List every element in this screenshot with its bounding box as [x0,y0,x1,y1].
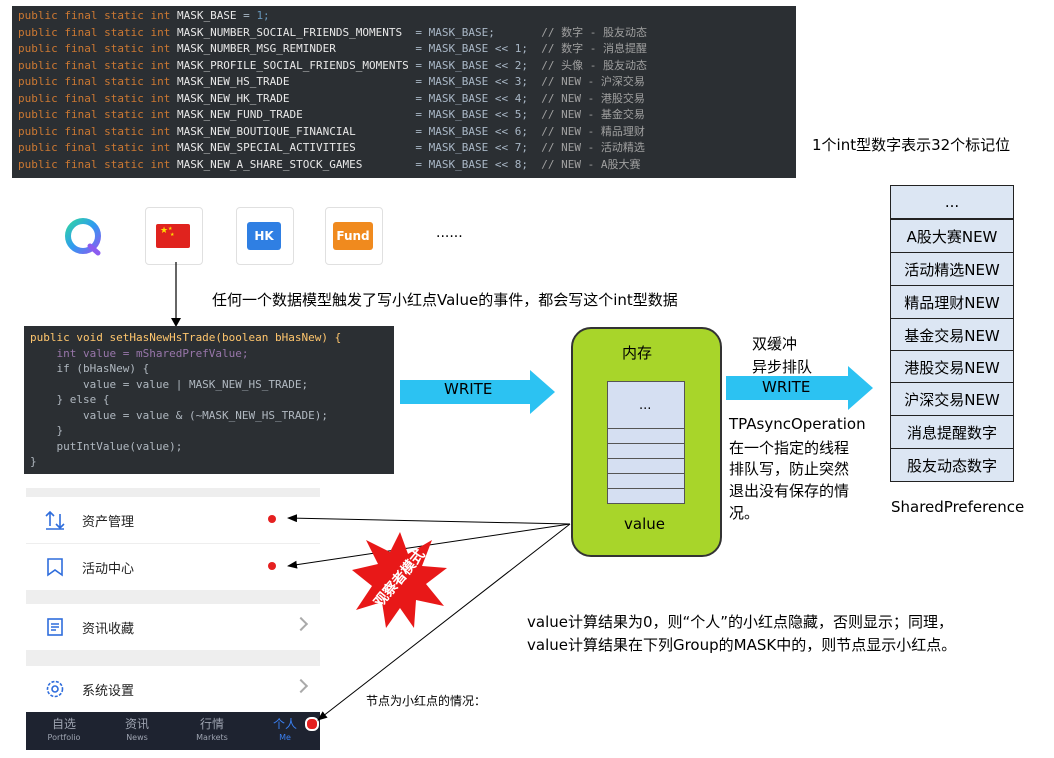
hk-icon: HK [236,207,294,265]
node-note: 节点为小红点的情况： [366,692,486,709]
write-label-right: WRITE [762,378,810,396]
shared-pref-label: SharedPreference [891,498,1024,516]
china-flag-icon: ★ ★ ★ [145,207,203,265]
code-line: public final static int MASK_NUMBER_MSG_… [18,41,647,58]
trigger-text: 任何一个数据模型触发了写小红点Value的事件，都会写这个int型数据 [212,289,678,310]
memory-value-label: value [624,515,665,533]
memory-cell [607,443,685,459]
more-icons-ellipsis: ...... [436,225,463,241]
code-line: public final static int MASK_NEW_FUND_TR… [18,107,645,124]
menu-label: 活动中心 [82,558,134,577]
sp-item: 活动精选NEW [890,252,1014,286]
menu-item-activity[interactable]: 活动中心 [26,544,320,590]
memory-cell [607,473,685,489]
value-note-line: value计算结果在下列Group的MASK中的，则节点显示小红点。 [527,634,956,655]
memory-cell-main: ... [607,381,685,429]
gear-icon [44,678,66,700]
value-note-line: value计算结果为0，则“个人”的小红点隐藏，否则显示；同理， [527,611,953,632]
memory-title: 内存 [622,342,652,363]
menu-item-settings[interactable]: 系统设置 [26,666,320,712]
document-icon [44,616,66,638]
tp-desc-line: 排队写，防止突然 [729,458,849,479]
code-line: } else { [30,392,109,408]
mask-constants-code: public final static int MASK_BASE = 1;pu… [12,6,796,178]
app-logo-icon [60,213,106,259]
code-line: value = value & (~MASK_NEW_HS_TRADE); [30,408,328,424]
menu-item-favorites[interactable]: 资讯收藏 [26,604,320,650]
tp-desc-line: 退出没有保存的情 [729,480,849,501]
fund-icon: Fund [325,207,383,265]
code-line: if (bHasNew) { [30,361,149,377]
code-line: public final static int MASK_NEW_HK_TRAD… [18,91,645,108]
memory-cell [607,458,685,474]
flag-icon [44,556,66,578]
menu-item-assets[interactable]: 资产管理 [26,497,320,543]
sp-item: A股大赛NEW [890,219,1014,253]
down-arrow [168,262,184,328]
code-line: public final static int MASK_NEW_BOUTIQU… [18,124,645,141]
double-buffer-label: 双缓冲 [752,333,797,354]
menu-label: 资产管理 [82,511,134,530]
menu-label: 系统设置 [82,680,134,699]
sp-item: 基金交易NEW [890,318,1014,352]
code-line: public final static int MASK_NUMBER_SOCI… [18,25,647,42]
memory-cell [607,488,685,504]
sp-item: 港股交易NEW [890,350,1014,384]
code-line: int value = mSharedPrefValue; [30,346,249,362]
code-line: value = value | MASK_NEW_HS_TRADE; [30,377,308,393]
code-line: } [30,454,37,470]
code-line: } [30,423,63,439]
sp-item: ... [890,185,1014,219]
chevron-right-icon [294,617,308,631]
int-bits-label: 1个int型数字表示32个标记位 [812,134,1010,155]
code-line: putIntValue(value); [30,439,182,455]
red-dot [268,562,276,570]
sp-item: 消息提醒数字 [890,415,1014,449]
code-line: public void setHasNewHsTrade(boolean bHa… [30,330,341,346]
code-line: public final static int MASK_PROFILE_SOC… [18,58,647,75]
menu-label: 资讯收藏 [82,618,134,637]
memory-cell [607,428,685,444]
tp-async-name: TPAsyncOperation [729,415,866,433]
tp-desc-line: 在一个指定的线程 [729,437,849,458]
write-label-left: WRITE [444,380,492,398]
red-dot [268,515,276,523]
code-line: public final static int MASK_BASE = 1; [18,8,270,25]
tab-red-dot [305,717,319,731]
setter-code: public void setHasNewHsTrade(boolean bHa… [24,326,394,474]
sp-item: 精品理财NEW [890,285,1014,319]
sp-item: 股友动态数字 [890,448,1014,482]
code-line: public final static int MASK_NEW_HS_TRAD… [18,74,645,91]
transfer-icon [44,509,66,531]
sp-item: 沪深交易NEW [890,382,1014,416]
code-line: public final static int MASK_NEW_A_SHARE… [18,157,640,174]
code-line: public final static int MASK_NEW_SPECIAL… [18,140,645,157]
tp-desc-line: 况。 [729,502,759,523]
chevron-right-icon [294,679,308,693]
